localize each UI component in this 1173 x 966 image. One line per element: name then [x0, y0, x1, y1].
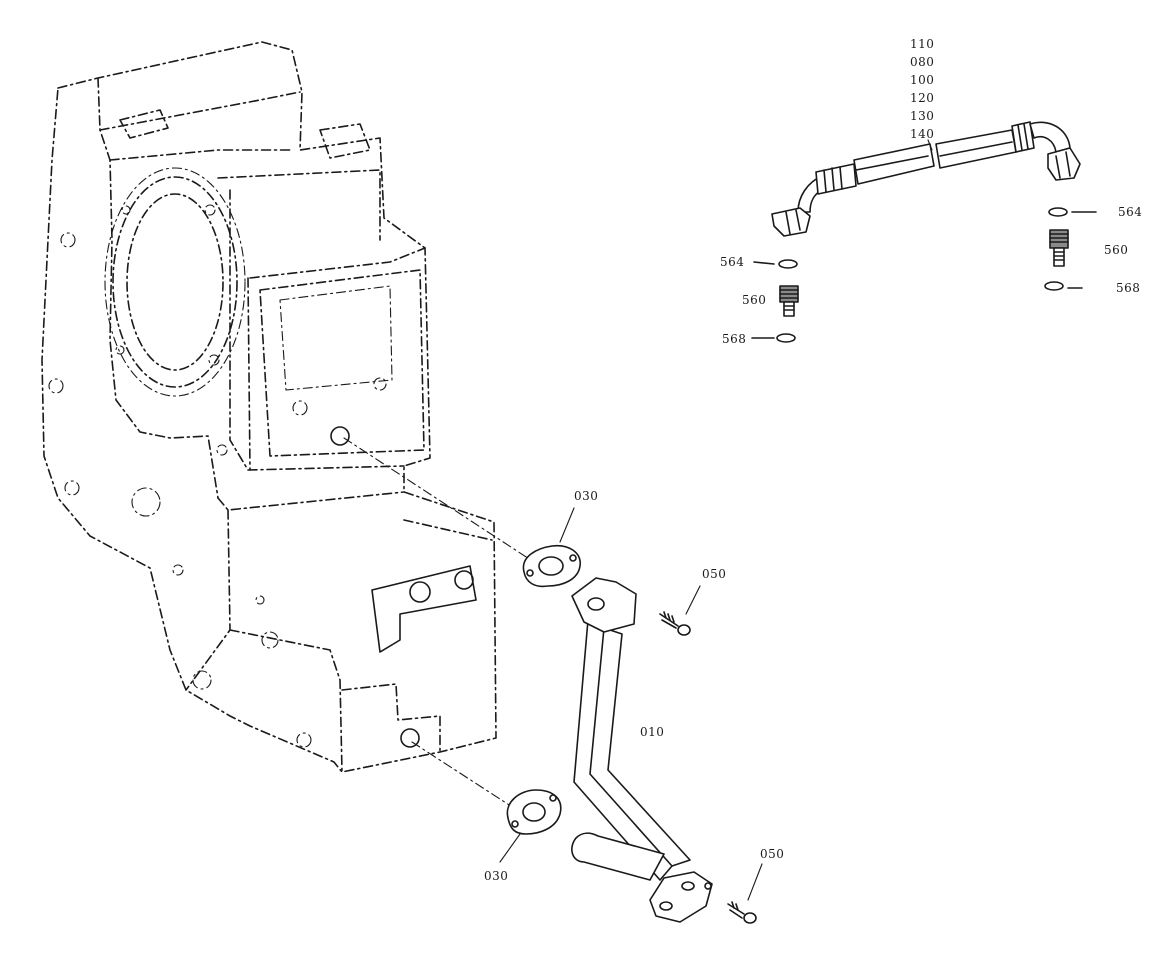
- label-fitting-right: 560: [1104, 243, 1128, 257]
- label-pipe: 010: [640, 725, 664, 739]
- leader-bolt-upper: [685, 585, 701, 615]
- gasket-lower: [506, 789, 562, 835]
- label-stack-0: 110: [910, 37, 934, 51]
- label-bolt-upper: 050: [702, 567, 726, 581]
- bolt-lower: [727, 901, 757, 924]
- gasket-upper: [522, 544, 581, 588]
- bolt-upper: [659, 611, 691, 636]
- fitting-right-group: [1044, 207, 1097, 291]
- label-stack: 110 080 100 120 130 140: [910, 37, 934, 141]
- label-stack-2: 100: [910, 73, 934, 87]
- label-oring-left-bottom: 568: [722, 332, 746, 346]
- oring-right-bottom: [1044, 281, 1064, 291]
- fitting-left: [779, 285, 799, 317]
- label-oring-right-top: 564: [1118, 205, 1142, 219]
- label-gasket-lower: 030: [484, 869, 508, 883]
- leader-stack: [927, 139, 933, 151]
- leader-gasket-lower: [499, 833, 521, 863]
- leader-gasket-upper: [559, 507, 575, 543]
- label-stack-5: 140: [910, 127, 934, 141]
- label-fitting-left: 560: [742, 293, 766, 307]
- transmission-housing: [41, 41, 497, 773]
- assembly-line-lower: [411, 741, 521, 813]
- oring-left-bottom: [776, 333, 796, 343]
- oring-left-top: [778, 259, 798, 269]
- leader-bolt-lower: [747, 863, 763, 901]
- label-bolt-lower: 050: [760, 847, 784, 861]
- label-stack-1: 080: [910, 55, 934, 69]
- label-stack-3: 120: [910, 91, 934, 105]
- oring-right-top: [1048, 207, 1068, 217]
- fitting-left-group: [751, 259, 799, 343]
- label-gasket-upper: 030: [574, 489, 598, 503]
- suction-pipe: [571, 577, 713, 923]
- hose-assembly: [771, 121, 1081, 237]
- assembly-line-upper: [343, 437, 541, 567]
- label-oring-right-bottom: 568: [1116, 281, 1140, 295]
- label-stack-4: 130: [910, 109, 934, 123]
- fitting-right: [1049, 229, 1069, 267]
- label-oring-left-top: 564: [720, 255, 744, 269]
